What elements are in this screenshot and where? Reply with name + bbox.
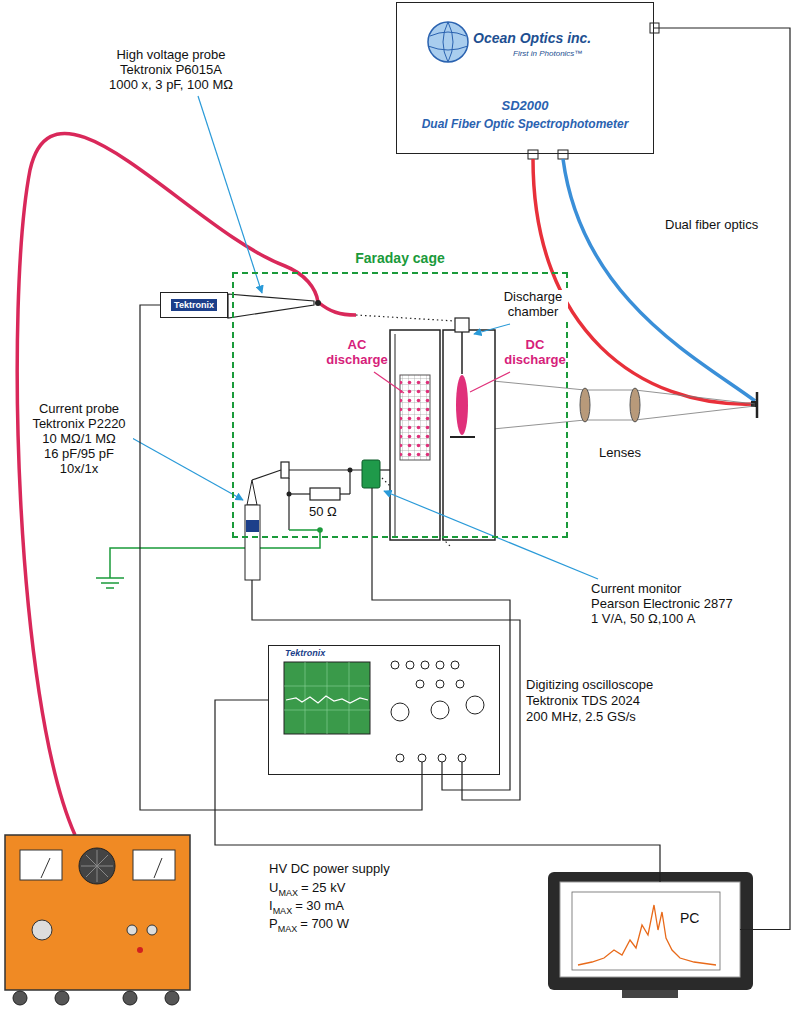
current-probe-spec: 16 pF/95 pF <box>25 447 133 462</box>
spectrophotometer-box: Ocean Optics inc. First in Photonics™ SD20… <box>396 2 654 154</box>
current-probe <box>245 470 281 580</box>
rating-subscript: MAX <box>278 888 298 898</box>
resistor-symbol <box>310 488 340 500</box>
lens <box>580 388 590 422</box>
chamber-label: Discharge chamber <box>498 290 568 320</box>
pc-screen: PC <box>560 882 740 977</box>
ac-discharge-chamber <box>390 330 440 540</box>
probe-title: High voltage probe <box>105 48 237 63</box>
brand-tagline: First in Photonics™ <box>513 49 582 58</box>
leader-arrow <box>132 96 598 579</box>
current-probe-title: Current probe <box>25 402 133 417</box>
rating-text: = 25 kV <box>301 880 345 895</box>
pc-monitor <box>548 872 753 998</box>
junction-dot <box>315 300 321 306</box>
model-name: SD2000 <box>502 99 549 114</box>
hv-cable <box>318 302 356 315</box>
rating-subscript: MAX <box>273 906 293 916</box>
signal-cable <box>215 700 660 882</box>
scope-title: Digitizing oscilloscope <box>525 678 654 693</box>
signal-cable <box>654 28 790 930</box>
oscilloscope: Tektronix <box>268 645 500 775</box>
rating-text: = 700 W <box>300 916 349 931</box>
probe-spec: 1000 x, 3 pF, 100 MΩ <box>105 78 237 93</box>
cage-heading: Faraday cage <box>355 250 445 266</box>
current-probe-spec: 10 MΩ/1 MΩ <box>25 432 133 447</box>
rating-subscript: MAX <box>278 924 298 934</box>
monitor-spec: 1 V/A, 50 Ω,100 A <box>590 612 696 627</box>
dc-discharge-chamber <box>443 318 495 540</box>
brand-logo-text: Ocean Optics inc. <box>473 30 591 46</box>
signal-cable <box>140 305 422 810</box>
junction-dot <box>348 468 353 473</box>
supply-title: HV DC power supply <box>268 862 391 877</box>
device-name: Dual Fiber Optic Spectrophotometer <box>422 118 629 132</box>
lens-label: Lenses <box>598 446 642 461</box>
resistor-value: 50 Ω <box>308 505 338 520</box>
rating-text: = 30 mA <box>295 898 344 913</box>
fiber-tip <box>751 392 758 418</box>
junction-dot <box>287 492 292 497</box>
hv-probe-body: Tektronix <box>160 292 228 318</box>
pc-label: PC <box>680 910 699 926</box>
probe-brand: Tektronix <box>171 299 217 311</box>
monitor-title: Current monitor <box>590 582 682 597</box>
probe-model: Tektronix P6015A <box>105 63 237 78</box>
monitor-model: Pearson Electronic 2877 <box>590 597 734 612</box>
lens <box>630 388 640 422</box>
rating-text: I <box>269 898 273 913</box>
fiber-label: Dual fiber optics <box>664 218 759 233</box>
rating-line: UMAX= 25 kV <box>268 880 346 898</box>
scope-brand: Tektronix <box>285 648 325 658</box>
ground-wire <box>96 530 320 588</box>
hv-cable <box>17 133 318 835</box>
brand-globe <box>428 22 468 62</box>
discharge-label: AC discharge <box>325 338 389 368</box>
current-monitor <box>362 460 380 488</box>
rating-text: P <box>269 916 278 931</box>
probe-tip <box>228 294 314 318</box>
rating-line: PMAX= 700 W <box>268 916 350 934</box>
light-beam <box>462 378 755 432</box>
dotted-link <box>356 315 455 321</box>
discharge-label: DC discharge <box>503 338 567 368</box>
current-probe-spec: 10x/1x <box>25 462 133 477</box>
scope-model: Tektronix TDS 2024 <box>525 694 641 709</box>
signal-wire <box>252 488 520 800</box>
hv-power-supply <box>5 835 190 1005</box>
rating-line: IMAX= 30 mA <box>268 898 345 916</box>
discharge-pointer <box>374 372 510 393</box>
junction-dot <box>317 527 323 533</box>
blue-fiber <box>563 159 755 401</box>
scope-spec: 200 MHz, 2.5 GS/s <box>525 710 637 725</box>
rating-text: U <box>269 880 278 895</box>
current-probe-model: Tektronix P2220 <box>25 417 133 432</box>
oscilloscope-panel <box>284 661 484 762</box>
